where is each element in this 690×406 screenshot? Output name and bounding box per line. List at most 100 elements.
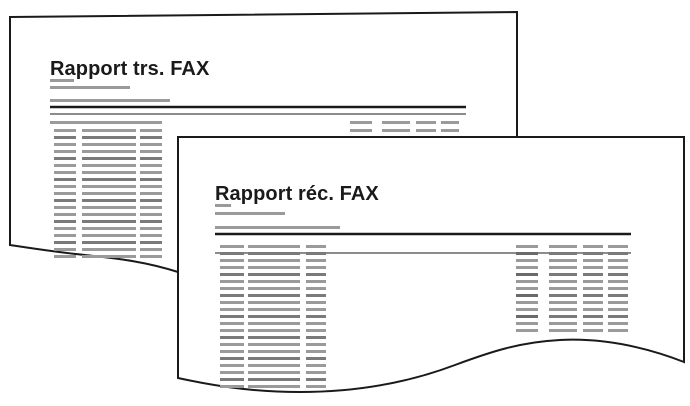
table-row-placeholder bbox=[248, 357, 300, 360]
table-row-placeholder bbox=[54, 178, 76, 181]
table-row-placeholder bbox=[54, 185, 76, 188]
table-row-placeholder bbox=[516, 322, 538, 325]
table-row-placeholder bbox=[140, 241, 162, 244]
table-row-placeholder bbox=[54, 213, 76, 216]
table-row-placeholder bbox=[549, 280, 577, 283]
table-row-placeholder bbox=[416, 129, 436, 132]
table-row-placeholder bbox=[516, 301, 538, 304]
table-row-placeholder bbox=[220, 259, 244, 262]
table-row-placeholder bbox=[248, 301, 300, 304]
table-row-placeholder bbox=[549, 329, 577, 332]
table-row-placeholder bbox=[220, 273, 244, 276]
table-row-placeholder bbox=[140, 171, 162, 174]
table-row-placeholder bbox=[248, 364, 300, 367]
table-row-placeholder bbox=[248, 350, 300, 353]
table-row-placeholder bbox=[54, 164, 76, 167]
table-row-placeholder bbox=[549, 252, 577, 255]
table-row-placeholder bbox=[608, 252, 628, 255]
table-row-placeholder bbox=[248, 259, 300, 262]
table-header-placeholder bbox=[382, 121, 410, 124]
table-row-placeholder bbox=[306, 287, 326, 290]
table-row-placeholder bbox=[306, 350, 326, 353]
table-row-placeholder bbox=[306, 294, 326, 297]
table-row-placeholder bbox=[516, 329, 538, 332]
transmission-report-title: Rapport trs. FAX bbox=[50, 58, 210, 80]
reception-report-sheet bbox=[177, 136, 685, 394]
table-row-placeholder bbox=[549, 245, 577, 248]
table-row-placeholder bbox=[306, 252, 326, 255]
table-row-placeholder bbox=[82, 178, 136, 181]
table-row-placeholder bbox=[82, 227, 136, 230]
table-row-placeholder bbox=[140, 164, 162, 167]
table-row-placeholder bbox=[220, 315, 244, 318]
table-row-placeholder bbox=[306, 371, 326, 374]
table-row-placeholder bbox=[608, 329, 628, 332]
table-row-placeholder bbox=[54, 136, 76, 139]
table-row-placeholder bbox=[220, 350, 244, 353]
header-placeholder-line bbox=[50, 99, 170, 102]
table-row-placeholder bbox=[220, 343, 244, 346]
table-row-placeholder bbox=[54, 157, 76, 160]
table-row-placeholder bbox=[549, 301, 577, 304]
table-row-placeholder bbox=[54, 143, 76, 146]
table-row-placeholder bbox=[583, 273, 603, 276]
table-row-placeholder bbox=[140, 185, 162, 188]
table-row-placeholder bbox=[220, 364, 244, 367]
table-row-placeholder bbox=[220, 357, 244, 360]
table-row-placeholder bbox=[549, 287, 577, 290]
table-row-placeholder bbox=[82, 206, 136, 209]
table-row-placeholder bbox=[248, 329, 300, 332]
table-row-placeholder bbox=[220, 329, 244, 332]
table-row-placeholder bbox=[248, 322, 300, 325]
table-row-placeholder bbox=[583, 322, 603, 325]
table-header-placeholder bbox=[441, 121, 459, 124]
table-row-placeholder bbox=[248, 308, 300, 311]
table-row-placeholder bbox=[306, 343, 326, 346]
table-row-placeholder bbox=[140, 136, 162, 139]
table-row-placeholder bbox=[583, 315, 603, 318]
header-placeholder-line bbox=[50, 86, 130, 89]
table-row-placeholder bbox=[549, 259, 577, 262]
table-row-placeholder bbox=[516, 308, 538, 311]
table-row-placeholder bbox=[382, 129, 410, 132]
table-row-placeholder bbox=[583, 329, 603, 332]
table-row-placeholder bbox=[306, 308, 326, 311]
table-row-placeholder bbox=[220, 371, 244, 374]
table-row-placeholder bbox=[140, 192, 162, 195]
table-row-placeholder bbox=[306, 336, 326, 339]
table-row-placeholder bbox=[140, 157, 162, 160]
table-row-placeholder bbox=[140, 248, 162, 251]
table-row-placeholder bbox=[608, 245, 628, 248]
table-row-placeholder bbox=[583, 266, 603, 269]
table-row-placeholder bbox=[306, 385, 326, 388]
table-row-placeholder bbox=[516, 280, 538, 283]
table-row-placeholder bbox=[306, 378, 326, 381]
table-row-placeholder bbox=[248, 287, 300, 290]
table-row-placeholder bbox=[608, 322, 628, 325]
table-row-placeholder bbox=[220, 252, 244, 255]
table-row-placeholder bbox=[220, 378, 244, 381]
table-row-placeholder bbox=[220, 287, 244, 290]
table-row-placeholder bbox=[516, 266, 538, 269]
table-row-placeholder bbox=[140, 227, 162, 230]
header-placeholder-line bbox=[50, 79, 74, 82]
table-header-placeholder bbox=[416, 121, 436, 124]
table-row-placeholder bbox=[82, 248, 136, 251]
table-row-placeholder bbox=[220, 266, 244, 269]
header-placeholder-line bbox=[215, 212, 285, 215]
table-row-placeholder bbox=[350, 129, 372, 132]
table-row-placeholder bbox=[220, 301, 244, 304]
table-row-placeholder bbox=[248, 315, 300, 318]
table-row-placeholder bbox=[54, 234, 76, 237]
table-row-placeholder bbox=[140, 206, 162, 209]
table-row-placeholder bbox=[220, 385, 244, 388]
table-row-placeholder bbox=[248, 385, 300, 388]
table-row-placeholder bbox=[54, 171, 76, 174]
table-row-placeholder bbox=[248, 280, 300, 283]
table-row-placeholder bbox=[583, 294, 603, 297]
table-header-placeholder bbox=[140, 121, 162, 124]
table-row-placeholder bbox=[82, 241, 136, 244]
table-row-placeholder bbox=[140, 213, 162, 216]
table-row-placeholder bbox=[306, 322, 326, 325]
table-row-placeholder bbox=[516, 245, 538, 248]
